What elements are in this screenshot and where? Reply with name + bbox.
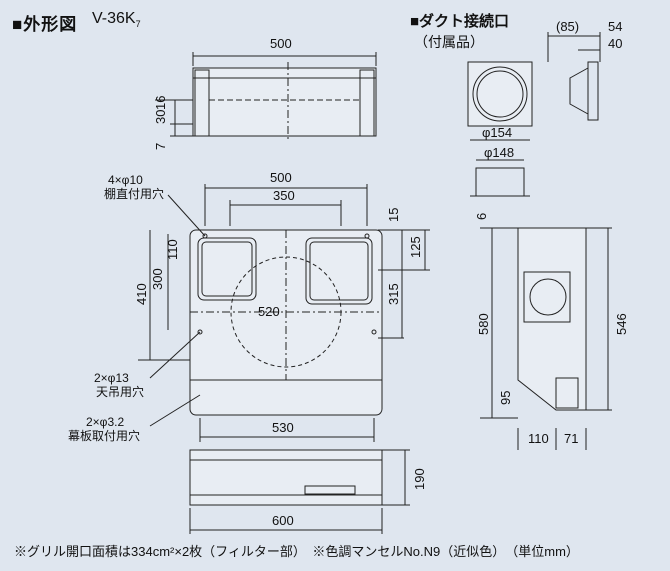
top-view (155, 52, 377, 140)
label-2-phi13: 2×φ13 (94, 371, 129, 385)
label-panel-holes: 幕板取付用穴 (68, 428, 140, 443)
footer-note: ※グリル開口面積は334cm²×2枚（フィルター部） ※色調マンセルNo.N9（… (14, 544, 579, 559)
dim-side-95: 95 (498, 391, 513, 405)
dim-16: 16 (153, 96, 168, 110)
duct-section-title: ■ダクト接続口 (410, 13, 510, 30)
label-4-phi10: 4×φ10 (108, 173, 143, 187)
dim-side-546: 546 (614, 313, 629, 335)
dim-7: 7 (153, 143, 168, 150)
dim-phi154: φ154 (482, 125, 512, 140)
dim-side-580: 580 (476, 313, 491, 335)
dim-duct-40: 40 (608, 36, 622, 51)
dim-520: 520 (258, 304, 280, 319)
label-shelf-holes: 棚直付用穴 (104, 186, 164, 201)
side-view (480, 227, 612, 450)
dim-190: 190 (412, 468, 427, 490)
dim-top-width: 500 (270, 36, 292, 51)
duct-section-subtitle: （付属品） (414, 34, 484, 50)
dim-side-6: 6 (474, 213, 489, 220)
dim-duct-54: 54 (608, 19, 622, 34)
dim-410: 410 (134, 283, 149, 305)
model-suffix: 7 (135, 19, 141, 30)
dim-315: 315 (386, 283, 401, 305)
label-2-phi32: 2×φ3.2 (86, 415, 124, 429)
dim-110: 110 (165, 239, 180, 260)
dim-30: 30 (153, 110, 168, 124)
dim-600: 600 (272, 513, 294, 528)
bottom-view (189, 449, 410, 534)
dim-530: 530 (272, 420, 294, 435)
dim-side-71: 71 (564, 431, 578, 446)
dim-front-500: 500 (270, 170, 292, 185)
duct-connector-view (467, 32, 601, 197)
dim-phi148: φ148 (484, 145, 514, 160)
model-name: V-36K (92, 10, 136, 27)
dim-side-110: 110 (528, 431, 549, 446)
model-number: V-36K7 (92, 10, 141, 29)
dim-125: 125 (408, 236, 423, 258)
dim-front-350: 350 (273, 188, 295, 203)
page-title: ■外形図 (12, 15, 78, 34)
dim-300: 300 (150, 268, 165, 290)
dim-duct-85: (85) (556, 19, 579, 34)
label-ceiling-holes: 天吊用穴 (96, 384, 144, 399)
dim-15: 15 (386, 208, 401, 222)
front-view (138, 184, 430, 442)
